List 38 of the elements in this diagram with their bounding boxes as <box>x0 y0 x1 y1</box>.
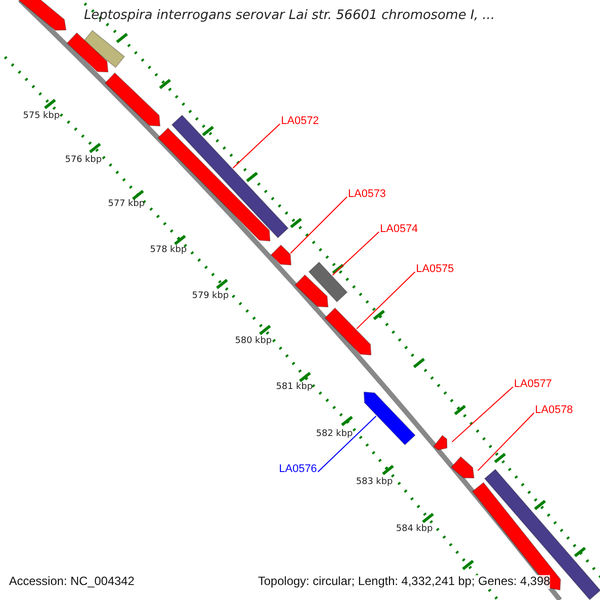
gene-label: LA0574 <box>380 223 418 236</box>
scale-label: 579 kbp <box>192 291 229 302</box>
gene-feature <box>450 456 475 478</box>
scale-label: 582 kbp <box>316 429 353 440</box>
gene-feature <box>66 32 109 73</box>
leader-line <box>290 196 348 254</box>
gene-bar <box>82 30 126 68</box>
gene-label: LA0573 <box>348 188 386 201</box>
scale-label: 578 kbp <box>150 245 187 256</box>
scale-label: 583 kbp <box>356 477 393 488</box>
gene-feature <box>294 274 329 308</box>
gene-label: LA0578 <box>535 404 573 417</box>
gene-feature <box>157 127 271 242</box>
leader-line <box>232 123 280 168</box>
leader-line <box>332 231 380 276</box>
gene-label: LA0572 <box>281 115 319 128</box>
leader-line <box>356 271 416 330</box>
gene-feature <box>363 391 416 446</box>
leader-line <box>317 416 377 472</box>
gene-bar <box>308 262 348 302</box>
title: Leptospira interrogans serovar Lai str. 56601 chromosome I, ... <box>84 9 495 24</box>
scale-label: 584 kbp <box>396 524 433 534</box>
gene-feature <box>270 244 292 266</box>
leader-line <box>477 412 534 472</box>
gene-label: LA0576 <box>279 463 317 476</box>
scale-label: 577 kbp <box>108 199 145 210</box>
scale-label: 575 kbp <box>23 111 60 122</box>
leader-line <box>452 386 514 442</box>
accession-text: Accession: NC_004342 <box>9 575 134 589</box>
gene-label: LA0577 <box>514 378 552 391</box>
scale-label: 581 kbp <box>276 382 313 392</box>
gene-feature <box>104 72 161 127</box>
gene-feature <box>324 307 372 356</box>
scale-label: 576 kbp <box>65 155 102 166</box>
genome-info-text: Topology: circular; Length: 4,332,241 bp; Genes: 4,398 <box>258 575 550 589</box>
gene-feature <box>433 434 448 451</box>
gene-label: LA0575 <box>416 263 454 276</box>
scale-label: 580 kbp <box>235 336 272 346</box>
